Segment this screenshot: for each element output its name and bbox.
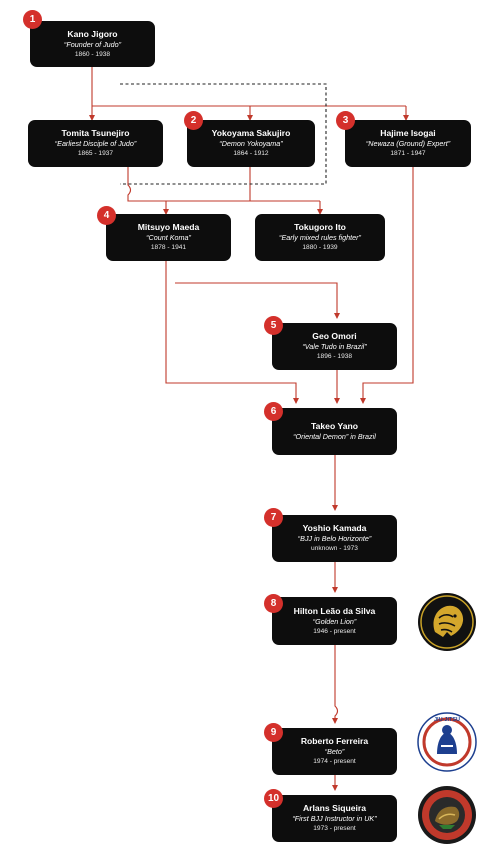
node-nickname: “Early mixed rules fighter” bbox=[279, 233, 361, 242]
edge-hilton-to-roberto bbox=[332, 645, 339, 724]
node-years: 1864 - 1912 bbox=[233, 150, 269, 157]
golden-lion-logo-icon bbox=[418, 593, 476, 651]
node-arlans-siqueira: Arlans Siqueira “First BJJ Instructor in… bbox=[272, 795, 397, 842]
node-nickname: “Oriental Demon” in Brazil bbox=[293, 432, 376, 441]
node-name: Kano Jigoro bbox=[67, 28, 118, 39]
node-nickname: “BJJ in Belo Horizonte” bbox=[297, 534, 372, 543]
node-nickname: “Golden Lion” bbox=[312, 616, 357, 626]
node-years: 1871 - 1947 bbox=[390, 150, 426, 157]
node-name: Tomita Tsunejiro bbox=[61, 128, 130, 138]
node-mitsuyo-maeda: Mitsuyo Maeda “Count Koma” 1878 - 1941 bbox=[106, 214, 231, 261]
node-geo-omori: Geo Omori “Vale Tudo in Brazil” 1896 - 1… bbox=[272, 323, 397, 370]
node-roberto-ferreira: Roberto Ferreira “Beto” 1974 - present bbox=[272, 728, 397, 775]
badge-3: 3 bbox=[336, 111, 355, 130]
node-years: 1974 - present bbox=[313, 758, 356, 765]
node-nickname: “Founder of Judo” bbox=[63, 39, 122, 49]
node-years: 1860 - 1938 bbox=[74, 50, 111, 58]
edge-tomita-down bbox=[127, 167, 320, 202]
node-years: 1878 - 1941 bbox=[150, 244, 187, 251]
node-nickname: “Beto” bbox=[324, 747, 345, 756]
node-name: Arlans Siqueira bbox=[302, 803, 367, 813]
node-hilton-leao-da-silva: Hilton Leão da Silva “Golden Lion” 1946 … bbox=[272, 597, 397, 645]
badge-7: 7 bbox=[264, 508, 283, 527]
node-tokugoro-ito: Tokugoro Ito “Early mixed rules fighter”… bbox=[255, 214, 385, 261]
node-name: Mitsuyo Maeda bbox=[137, 222, 200, 232]
node-nickname: “Vale Tudo in Brazil” bbox=[302, 342, 367, 351]
node-name: Roberto Ferreira bbox=[300, 736, 369, 746]
node-name: Yokoyama Sakujiro bbox=[211, 128, 291, 138]
badge-8: 8 bbox=[264, 594, 283, 613]
node-years: unknown - 1973 bbox=[311, 545, 358, 552]
node-nickname: “Count Koma” bbox=[146, 233, 191, 242]
node-years: 1946 - present bbox=[313, 627, 356, 635]
node-nickname: “Newaza (Ground) Expert” bbox=[365, 139, 451, 148]
node-name: Tokugoro Ito bbox=[294, 222, 346, 232]
node-nickname: “Earliest Disciple of Judo” bbox=[54, 139, 137, 148]
node-yokoyama-sakujiro: Yokoyama Sakujiro “Demon Yokoyama” 1864 … bbox=[187, 120, 315, 167]
node-name: Hajime Isogai bbox=[380, 128, 436, 138]
node-name: Takeo Yano bbox=[311, 421, 358, 431]
badge-2: 2 bbox=[184, 111, 203, 130]
edge-maeda-to-yano bbox=[165, 260, 299, 404]
edge-isogai-to-yano bbox=[360, 167, 414, 404]
edge-maeda-to-omori bbox=[175, 282, 340, 319]
badge-1: 1 bbox=[23, 10, 42, 29]
roberto-academy-logo-icon: JIU-JITSU bbox=[417, 712, 477, 772]
node-yoshio-kamada: Yoshio Kamada “BJJ in Belo Horizonte” un… bbox=[272, 515, 397, 562]
badge-5: 5 bbox=[264, 316, 283, 335]
node-years: 1880 - 1939 bbox=[302, 244, 338, 251]
node-name: Geo Omori bbox=[312, 331, 357, 341]
dotted-relation bbox=[120, 83, 327, 185]
node-nickname: “Demon Yokoyama” bbox=[219, 139, 283, 148]
badge-4: 4 bbox=[97, 206, 116, 225]
badge-9: 9 bbox=[264, 723, 283, 742]
node-name: Hilton Leão da Silva bbox=[293, 605, 376, 616]
badge-6: 6 bbox=[264, 402, 283, 421]
arlans-academy-logo-icon bbox=[418, 786, 476, 844]
node-takeo-yano: Takeo Yano “Oriental Demon” in Brazil bbox=[272, 408, 397, 455]
node-hajime-isogai: Hajime Isogai “Newaza (Ground) Expert” 1… bbox=[345, 120, 471, 167]
node-years: 1896 - 1938 bbox=[316, 353, 353, 360]
badge-10: 10 bbox=[264, 789, 283, 808]
node-tomita-tsunejiro: Tomita Tsunejiro “Earliest Disciple of J… bbox=[28, 120, 163, 167]
node-nickname: “First BJJ Instructor in UK” bbox=[292, 814, 377, 823]
node-years: 1973 - present bbox=[313, 825, 356, 832]
node-name: Yoshio Kamada bbox=[302, 523, 367, 533]
node-years: 1865 - 1937 bbox=[77, 150, 114, 157]
roberto-logo-text: JIU-JITSU bbox=[434, 717, 460, 723]
node-kano-jigoro: Kano Jigoro “Founder of Judo” 1860 - 193… bbox=[30, 21, 155, 67]
